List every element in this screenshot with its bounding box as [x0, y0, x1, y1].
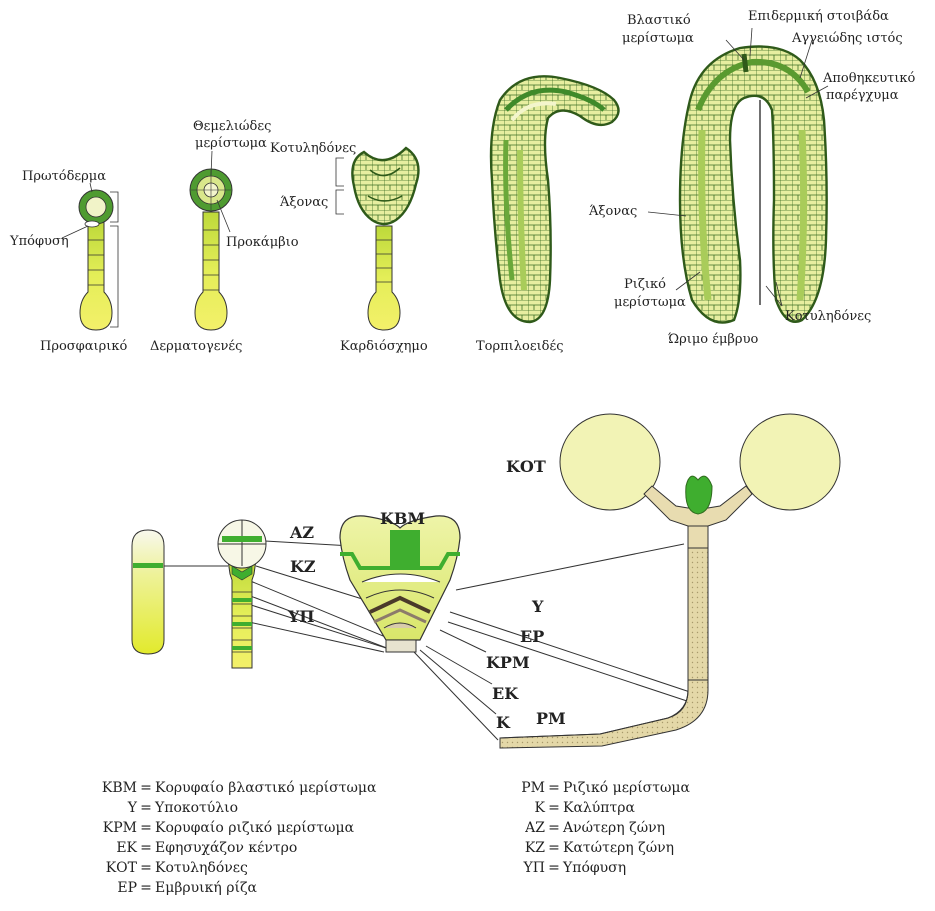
legend-abbr: ΚΒΜ [75, 778, 137, 798]
abbr-k: Κ [496, 713, 511, 732]
label-vascular-tissue: Αγγειώδης ιστός [791, 31, 903, 46]
torpedo-embryo [491, 76, 619, 322]
legend-abbr: ΡΜ [470, 778, 545, 798]
fate-globular [132, 530, 164, 654]
legend-row: ΚΟΤ=Κοτυληδόνες [75, 858, 376, 878]
abbr-kbm: ΚΒΜ [380, 509, 425, 528]
legend-abbr: ΚΖ [470, 838, 545, 858]
legend-text: Κορυφαίο ριζικό μερίστωμα [155, 818, 354, 838]
stage-dermatogen: Δερματογενές [150, 339, 242, 354]
legend-row: Κ=Καλύπτρα [470, 798, 690, 818]
legend-abbr: ΚΡΜ [75, 818, 137, 838]
heart-embryo [336, 148, 418, 330]
legend-row: ΕΡ=Εμβρυική ρίζα [75, 878, 376, 898]
legend-abbr: ΑΖ [470, 818, 545, 838]
legend-text: Κατώτερη ζώνη [563, 838, 674, 858]
legend-equals: = [137, 818, 155, 838]
abbr-yp: ΥΠ [287, 607, 315, 626]
label-cotyledons-mature: Κοτυληδόνες [785, 309, 871, 324]
label-axis-mature: Άξονας [588, 204, 637, 219]
legend-right: ΡΜ=Ριζικό μερίστωμα Κ=Καλύπτρα ΑΖ=Ανώτερ… [470, 778, 690, 878]
label-epidermal-layer: Επιδερμική στοιβάδα [748, 9, 889, 24]
legend-text: Υποκοτύλιο [155, 798, 238, 818]
legend-row: ΚΒΜ=Κορυφαίο βλαστικό μερίστωμα [75, 778, 376, 798]
legend-text: Κοτυληδόνες [155, 858, 248, 878]
abbr-y: Υ [531, 597, 544, 616]
label-cotyledons: Κοτυληδόνες [270, 141, 356, 156]
legend-row: ΑΖ=Ανώτερη ζώνη [470, 818, 690, 838]
abbr-kz: ΚΖ [290, 557, 316, 576]
legend-abbr: ΚΟΤ [75, 858, 137, 878]
abbr-krm: ΚΡΜ [486, 653, 530, 672]
label-storage-parenchyma-1: Αποθηκευτικό [822, 71, 916, 86]
legend-equals: = [545, 858, 563, 878]
legend-abbr: ΥΠ [470, 858, 545, 878]
legend-equals: = [137, 858, 155, 878]
label-root-meristem-1: Ριζικό [624, 277, 666, 292]
label-procambium: Προκάμβιο [226, 235, 299, 250]
legend-equals: = [545, 798, 563, 818]
abbr-ek: ΕΚ [492, 684, 519, 703]
legend-equals: = [137, 798, 155, 818]
abbr-az: ΑΖ [289, 523, 314, 542]
legend-text: Υπόφυση [563, 858, 626, 878]
legend-text: Ριζικό μερίστωμα [563, 778, 690, 798]
legend-text: Εμβρυική ρίζα [155, 878, 257, 898]
stage-globular: Προσφαιρικό [40, 339, 128, 354]
legend-row: ΕΚ=Εφησυχάζον κέντρο [75, 838, 376, 858]
legend-equals: = [545, 818, 563, 838]
label-axis: Άξονας [279, 195, 328, 210]
legend-text: Καλύπτρα [563, 798, 635, 818]
label-ground-meristem-2: μερίστωμα [195, 136, 267, 151]
legend-abbr: ΕΚ [75, 838, 137, 858]
legend-text: Κορυφαίο βλαστικό μερίστωμα [155, 778, 376, 798]
fate-seedling [500, 414, 840, 748]
mature-embryo [648, 28, 828, 323]
label-root-meristem-2: μερίστωμα [614, 295, 686, 310]
label-protoderm: Πρωτόδερμα [22, 169, 106, 184]
stage-torpedo: Τορπιλοειδές [476, 339, 564, 354]
label-shoot-meristem-1: Βλαστικό [627, 13, 691, 28]
legend-row: ΚΡΜ=Κορυφαίο ριζικό μερίστωμα [75, 818, 376, 838]
stage-mature: Ώριμο έμβρυο [668, 332, 758, 347]
abbr-kot: ΚΟΤ [506, 457, 546, 476]
legend-row: ΡΜ=Ριζικό μερίστωμα [470, 778, 690, 798]
legend-abbr: Υ [75, 798, 137, 818]
stage-heart: Καρδιόσχημο [340, 339, 428, 354]
legend-row: Υ=Υποκοτύλιο [75, 798, 376, 818]
abbr-ep: ΕΡ [520, 627, 544, 646]
label-hypophysis: Υπόφυση [9, 234, 69, 249]
legend-row: ΥΠ=Υπόφυση [470, 858, 690, 878]
legend-row: ΚΖ=Κατώτερη ζώνη [470, 838, 690, 858]
legend-equals: = [545, 838, 563, 858]
fate-octant [218, 520, 266, 668]
legend-equals: = [137, 838, 155, 858]
globular-embryo [62, 183, 118, 330]
legend-abbr: Κ [470, 798, 545, 818]
label-storage-parenchyma-2: παρέγχυμα [826, 88, 899, 103]
legend-left: ΚΒΜ=Κορυφαίο βλαστικό μερίστωμα Υ=Υποκοτ… [75, 778, 376, 898]
abbr-rm: ΡΜ [536, 709, 566, 728]
legend-equals: = [137, 878, 155, 898]
legend-equals: = [545, 778, 563, 798]
legend-text: Ανώτερη ζώνη [563, 818, 665, 838]
label-ground-meristem-1: Θεμελιώδες [193, 119, 271, 134]
legend-abbr: ΕΡ [75, 878, 137, 898]
label-shoot-meristem-2: μερίστωμα [622, 31, 694, 46]
fate-heart [340, 516, 460, 652]
legend-equals: = [137, 778, 155, 798]
legend-text: Εφησυχάζον κέντρο [155, 838, 297, 858]
